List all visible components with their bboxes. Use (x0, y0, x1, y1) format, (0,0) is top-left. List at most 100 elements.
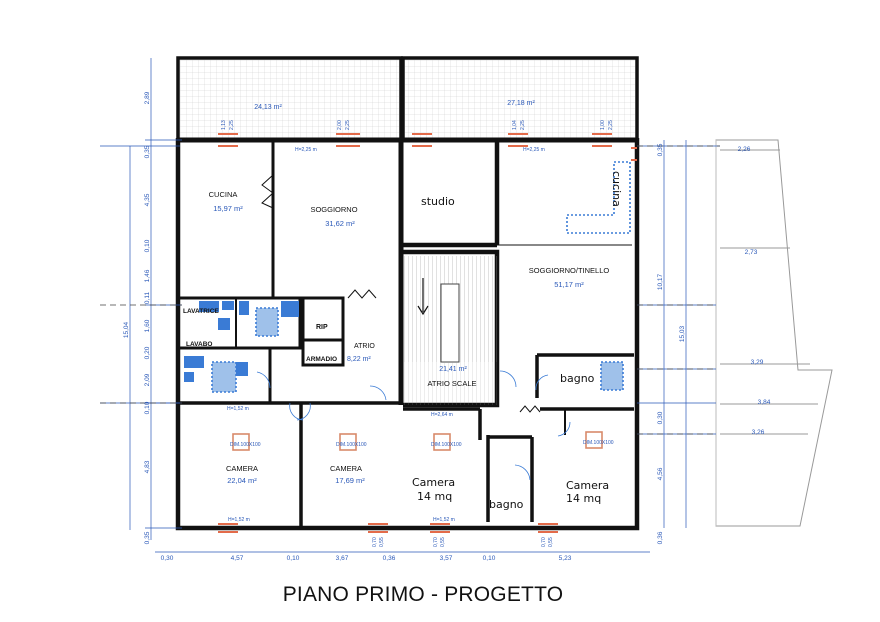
atrio-scale-area: 21,41 m² (439, 366, 467, 373)
opening-b3: 0,70 (541, 537, 547, 547)
room-camera-4: Camera (566, 479, 609, 492)
opening-b1: 0,70 (372, 537, 378, 547)
dim-bottom-5: 0,36 (383, 555, 396, 562)
room-cucina-right: cucina (610, 171, 623, 207)
terrace-left (180, 60, 399, 138)
balcony (715, 139, 833, 527)
opening-w4: 1,00 (600, 120, 606, 130)
dim-bottom-2: 4,57 (231, 555, 244, 562)
opening-w4b: 2,25 (608, 120, 614, 130)
dashed-lines (100, 145, 720, 435)
dim-left-1: 2,89 (144, 91, 151, 104)
hatch-tag-3: DIM.100X100 (431, 442, 462, 448)
dim-left-12: 0,35 (144, 531, 151, 544)
shower-outlines (211, 161, 631, 393)
opening-b1b: 0,55 (379, 537, 385, 547)
opening-b2: 0,70 (433, 537, 439, 547)
opening-h-cam3b: H=1,52 m (433, 517, 455, 523)
dim-right-2: 10,17 (657, 273, 664, 290)
bathroom-fixtures (184, 301, 623, 392)
hatch-tag-4: DIM.100X100 (583, 440, 614, 446)
dim-bottom-4: 3,67 (336, 555, 349, 562)
walls (175, 56, 640, 531)
opening-h-cam1: H=1,52 m (228, 517, 250, 523)
room-camera-2: CAMERA (330, 464, 362, 473)
dimension-lines (100, 58, 720, 553)
ceiling-hatches (232, 431, 603, 451)
room-armadio: ARMADIO (306, 356, 337, 363)
opening-w2b: 2,25 (345, 120, 351, 130)
room-camera-1-area: 22,04 m² (227, 476, 257, 485)
opening-w1b: 2,25 (229, 120, 235, 130)
room-bagno-top: bagno (560, 372, 595, 385)
dim-balcony-1: 2,26 (738, 146, 751, 153)
room-soggiorno: SOGGIORNO (310, 205, 357, 214)
terrace-right (405, 60, 635, 138)
dim-right-3: 0,30 (657, 411, 664, 424)
stair (403, 256, 497, 405)
bottom-dimensions: 0,30 4,57 0,10 3,67 0,36 3,57 0,10 5,23 (161, 555, 572, 562)
room-cucina: CUCINA (209, 190, 238, 199)
dim-left-6: 0,11 (144, 292, 151, 305)
dim-bottom-3: 0,10 (287, 555, 300, 562)
dim-right-4: 4,56 (657, 467, 664, 480)
room-camera-4-mq: 14 mq (566, 492, 601, 505)
room-bagno-bottom: bagno (489, 498, 524, 511)
opening-w1: 1,13 (221, 120, 227, 130)
plan-caption: PIANO PRIMO - PROGETTO (282, 583, 564, 606)
opening-h-cam3: H=2,64 m (431, 412, 453, 418)
room-soggiorno-area: 31,62 m² (325, 219, 355, 228)
dim-bottom-1: 0,30 (161, 555, 174, 562)
dim-left-2: 0,35 (144, 145, 151, 158)
opening-b2b: 0,55 (440, 537, 446, 547)
opening-h-bath: H=1,52 m (227, 406, 249, 412)
room-lavatrice: LAVATRICE (183, 308, 219, 315)
balcony-dimensions: 2,26 2,73 3,29 3,84 3,26 (738, 146, 771, 436)
room-soggiorno-tinello-area: 51,17 m² (554, 280, 584, 289)
room-rip: RIP (316, 324, 328, 331)
dim-balcony-5: 3,26 (752, 429, 765, 436)
dim-right-5: 0,36 (657, 531, 664, 544)
dim-left-10: 0,10 (144, 401, 151, 414)
room-lavabo: LAVABO (186, 341, 212, 348)
folding-doors (261, 174, 541, 413)
room-cucina-area: 15,97 m² (213, 204, 243, 213)
room-atrio: ATRIO (354, 343, 375, 350)
opening-w3: 1,04 (512, 120, 518, 130)
hatch-tag-1: DIM.100X100 (230, 442, 261, 448)
opening-w3b: 2,25 (520, 120, 526, 130)
dim-left-9: 2,09 (144, 373, 151, 386)
terrace-left-area: 24,13 m² (254, 104, 282, 111)
opening-w2: 2,00 (337, 120, 343, 130)
left-dimensions: 2,89 0,35 4,35 0,10 1,46 0,11 1,60 0,20 … (123, 91, 151, 544)
room-studio: studio (421, 195, 455, 208)
opening-h-cucina: H=2,25 m (295, 147, 317, 153)
hatch-tag-2: DIM.100X100 (336, 442, 367, 448)
dim-left-5: 1,46 (144, 269, 151, 282)
terrace-right-area: 27,18 m² (507, 100, 535, 107)
dim-left-4: 0,10 (144, 239, 151, 252)
room-atrio-area: 8,22 m² (347, 356, 371, 363)
dim-left-7: 1,60 (144, 319, 151, 332)
dim-balcony-2: 2,73 (745, 249, 758, 256)
right-dimensions: 0,35 10,17 0,30 4,56 0,36 15,03 (657, 143, 686, 544)
dim-balcony-4: 3,84 (758, 399, 771, 406)
room-soggiorno-tinello: SOGGIORNO/TINELLO (529, 266, 610, 275)
dim-bottom-6: 3,57 (440, 555, 453, 562)
dim-right-total: 15,03 (679, 325, 686, 342)
dim-bottom-8: 5,23 (559, 555, 572, 562)
room-camera-3-mq: 14 mq (417, 490, 452, 503)
dim-left-8: 0,20 (144, 346, 151, 359)
dim-bottom-7: 0,10 (483, 555, 496, 562)
opening-h-studio: H=2,25 m (523, 147, 545, 153)
dim-right-1: 0,35 (657, 143, 664, 156)
door-swings (256, 370, 571, 481)
dim-left-11: 4,83 (144, 460, 151, 473)
room-camera-1: CAMERA (226, 464, 258, 473)
window-marks (218, 133, 637, 533)
room-camera-3: Camera (412, 476, 455, 489)
dim-left-total: 15,04 (123, 321, 130, 338)
dim-left-3: 4,35 (144, 193, 151, 206)
dim-balcony-3: 3,29 (751, 359, 764, 366)
